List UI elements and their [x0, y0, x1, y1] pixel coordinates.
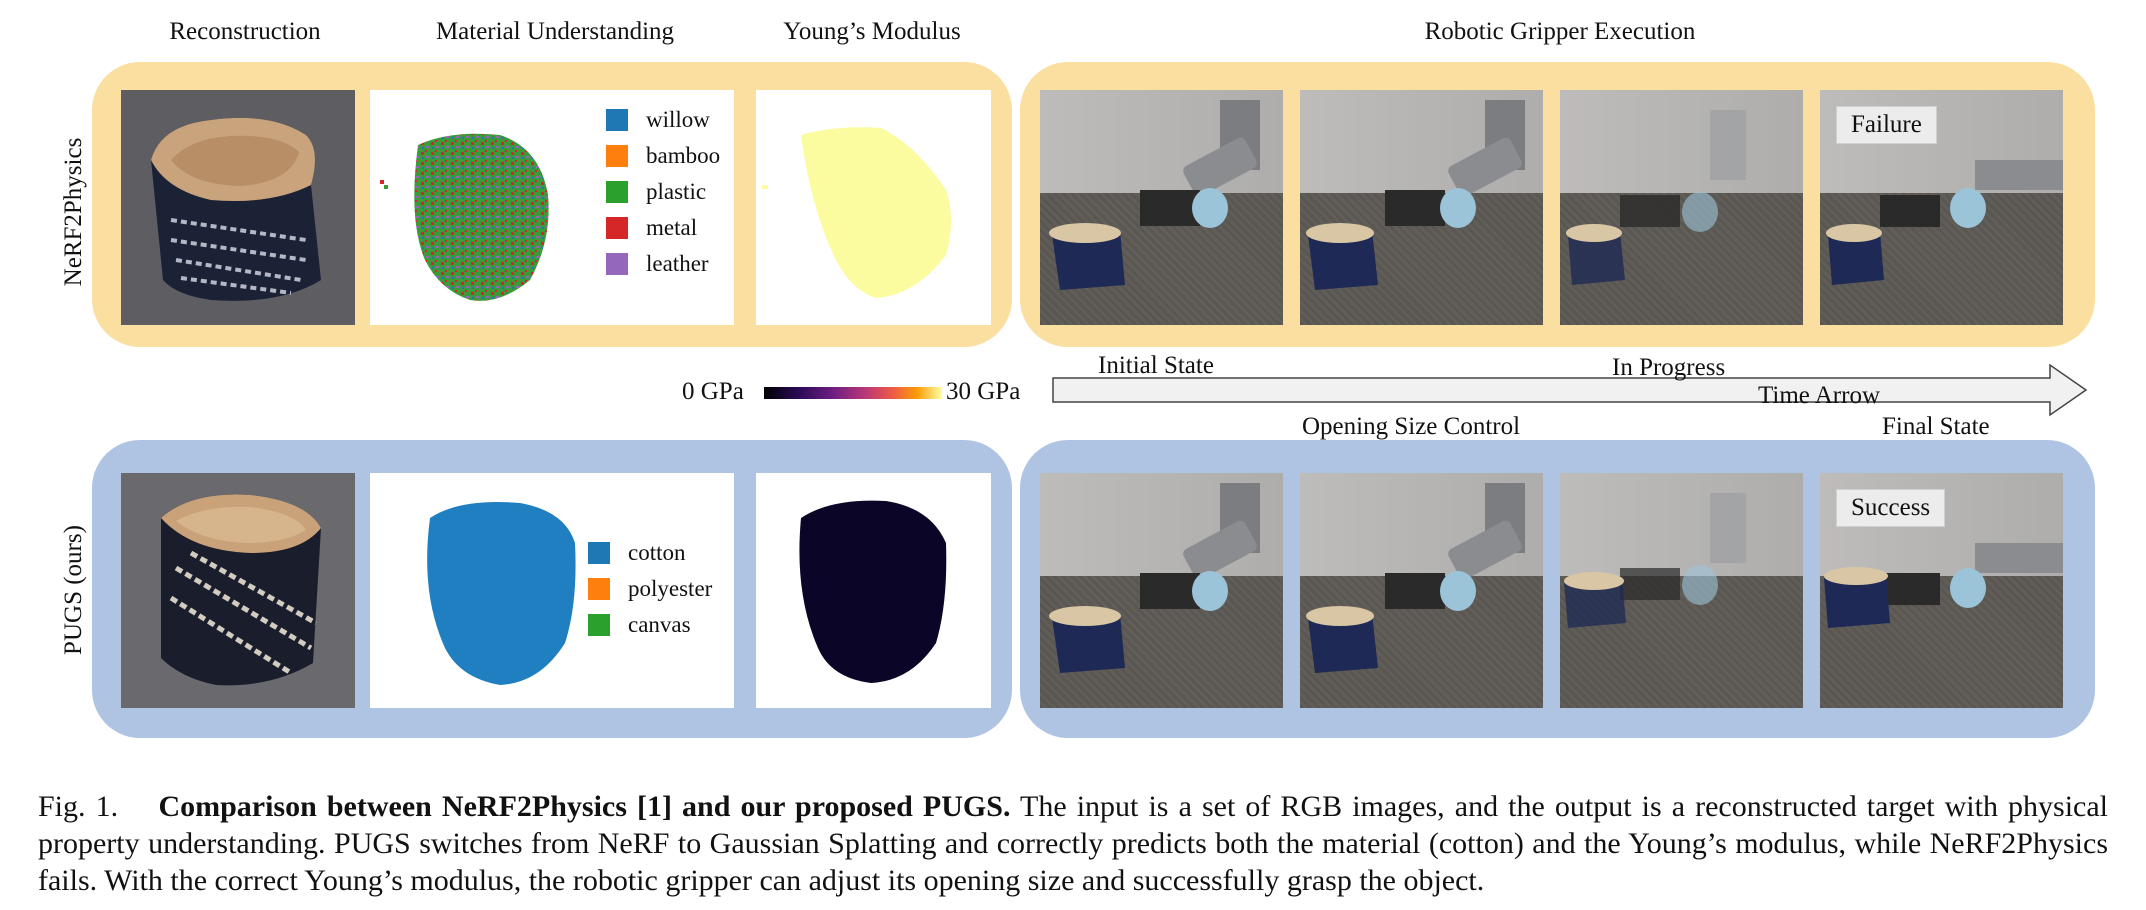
bag-reconstruction-icon [161, 494, 321, 686]
youngs-modulus-colorbar [764, 387, 942, 399]
gripper-scene-icon [1306, 483, 1525, 673]
legend-item: cotton [588, 535, 712, 571]
photo-background [1560, 90, 1803, 194]
pugs-gripper-frame-4: Success [1820, 473, 2063, 708]
nerf-gripper-frame-2 [1300, 90, 1543, 325]
caption-text: The input is a set of RGB images, and th… [38, 790, 2109, 897]
legend-swatch [606, 217, 628, 239]
legend-label: willow [646, 107, 710, 132]
legend-item: canvas [588, 607, 712, 643]
column-title-reconstruction: Reconstruction [169, 18, 321, 45]
legend-label: metal [646, 215, 698, 240]
legend-item: metal [606, 210, 720, 246]
failure-badge: Failure [1836, 106, 1937, 144]
legend-label: leather [646, 251, 709, 276]
pugs-material-legend: cotton polyester canvas [588, 535, 712, 643]
legend-label: polyester [628, 576, 713, 601]
gripper-scene-icon [1564, 493, 1746, 628]
pugs-material-map: cotton polyester canvas [370, 473, 734, 708]
opening-size-control-label: Opening Size Control [1302, 413, 1521, 440]
youngs-modulus-shape-icon [762, 127, 951, 298]
nerf-gripper-frame-1 [1040, 90, 1283, 325]
nerf-youngs-modulus-map [756, 90, 991, 325]
colorbar-min-label: 0 GPa [682, 378, 744, 405]
pugs-gripper-frame-2 [1300, 473, 1543, 708]
pugs-gripper-frame-3 [1560, 473, 1803, 708]
youngs-modulus-shape-icon [799, 500, 947, 683]
legend-item: willow [606, 102, 720, 138]
gripper-scene-icon [1049, 100, 1260, 290]
material-segmentation-icon [427, 502, 576, 685]
nerf-gripper-frame-4: Failure [1820, 90, 2063, 325]
nerf-reconstruction-image [121, 90, 355, 325]
gripper-scene-icon [1824, 543, 2063, 628]
legend-swatch [588, 614, 610, 636]
column-title-gripper: Robotic Gripper Execution [1424, 18, 1696, 45]
nerf-material-legend: willow bamboo plastic metal leather [606, 102, 720, 282]
legend-swatch [606, 253, 628, 275]
column-title-material: Material Understanding [435, 18, 675, 45]
legend-item: leather [606, 246, 720, 282]
column-title-youngs-modulus: Young’s Modulus [783, 18, 961, 45]
figure-caption: Fig. 1. Comparison between NeRF2Physics … [38, 788, 2108, 899]
gripper-scene-icon [1826, 160, 2063, 285]
in-progress-label: In Progress [1612, 354, 1726, 381]
caption-title: Comparison between NeRF2Physics [1] and … [158, 790, 1011, 823]
legend-item: polyester [588, 571, 712, 607]
final-state-label: Final State [1882, 413, 1990, 440]
pugs-gripper-frame-1 [1040, 473, 1283, 708]
pugs-youngs-modulus-map [756, 473, 991, 708]
legend-swatch [606, 109, 628, 131]
photo-background [1560, 473, 1803, 577]
nerf-gripper-frame-3 [1560, 90, 1803, 325]
time-arrow-icon [1052, 363, 2088, 417]
row-label-nerf2physics: NeRF2Physics [60, 137, 87, 287]
legend-label: cotton [628, 540, 686, 565]
caption-label: Fig. 1. [38, 790, 119, 823]
legend-swatch [606, 181, 628, 203]
gripper-scene-icon [1306, 100, 1525, 290]
legend-swatch [588, 542, 610, 564]
gripper-scene-icon [1049, 483, 1260, 673]
success-badge: Success [1836, 489, 1946, 527]
row-label-pugs: PUGS (ours) [60, 525, 87, 655]
legend-label: plastic [646, 179, 707, 204]
bag-reconstruction-icon [151, 117, 321, 301]
legend-swatch [606, 145, 628, 167]
pugs-reconstruction-image [121, 473, 355, 708]
legend-swatch [588, 578, 610, 600]
gripper-scene-icon [1566, 110, 1746, 285]
legend-label: bamboo [646, 143, 721, 168]
time-arrow-label: Time Arrow [1758, 382, 1881, 409]
legend-item: plastic [606, 174, 720, 210]
initial-state-label: Initial State [1098, 352, 1214, 379]
nerf-material-map: willow bamboo plastic metal leather [370, 90, 734, 325]
legend-item: bamboo [606, 138, 720, 174]
material-segmentation-icon [380, 133, 549, 301]
colorbar-max-label: 30 GPa [946, 378, 1021, 405]
legend-label: canvas [628, 612, 691, 637]
